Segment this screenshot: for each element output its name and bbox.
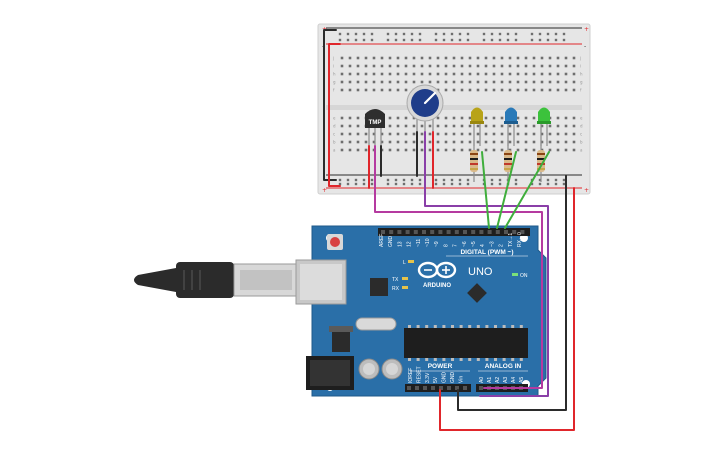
digital-pin-label: RX←0 — [517, 232, 523, 247]
row-letter: i — [580, 64, 581, 69]
digital-pin-label: GND — [388, 236, 394, 248]
tx-led-label: TX — [392, 277, 399, 283]
digital-header — [378, 228, 530, 236]
digital-pin-label: 12 — [407, 241, 413, 247]
rail-plus-label-right: + — [584, 26, 589, 33]
row-letter: h — [580, 72, 583, 77]
analog-header-label: ANALOG IN — [485, 363, 522, 370]
model-label: UNO — [468, 266, 493, 278]
rail-plus-label-bottom-right: + — [584, 187, 589, 194]
analog-pin-label: A3 — [503, 377, 509, 383]
row-letter: f — [580, 88, 582, 93]
power-pin-label: 5V — [433, 376, 439, 383]
power-pin-label: IOREF — [408, 368, 414, 383]
reset-button-icon[interactable] — [327, 234, 343, 250]
wire-5v-red — [439, 187, 575, 431]
wires — [323, 29, 575, 431]
digital-pin-label: ~9 — [434, 241, 440, 247]
digital-pin-label: ~3 — [489, 241, 495, 247]
power-pin-label: RESET — [416, 366, 422, 383]
row-letter: e — [580, 116, 583, 121]
wire-pot-purple — [424, 131, 549, 397]
digital-pin-label: 4 — [480, 244, 486, 247]
digital-pin-label: ~6 — [462, 241, 468, 247]
rx-led-label: RX — [392, 286, 400, 292]
analog-pin-label: A4 — [511, 377, 517, 383]
digital-header-label: DIGITAL (PWM ~) — [460, 249, 513, 256]
power-pin-label: GND — [442, 372, 448, 384]
wire-rail-red-left — [328, 43, 341, 187]
digital-pin-label: ~11 — [416, 239, 422, 247]
power-pin-label: 3.3V — [425, 372, 431, 383]
analog-pin-label: A0 — [479, 377, 485, 383]
digital-pin-label: 13 — [397, 241, 403, 247]
row-letter: c — [580, 132, 582, 137]
digital-pin-label: 8 — [443, 244, 449, 247]
power-pin-label: Vin — [458, 376, 464, 383]
digital-pin-label: 2 — [499, 244, 505, 247]
power-header-label: POWER — [428, 363, 453, 370]
row-letter: j — [579, 56, 581, 61]
breadboard-holes — [338, 32, 576, 186]
row-letter: d — [333, 124, 336, 129]
digital-pin-label: ~5 — [471, 241, 477, 247]
row-letter: b — [580, 140, 583, 145]
potentiometer[interactable] — [406, 84, 444, 132]
led-blue[interactable] — [504, 107, 518, 147]
row-letter: i — [333, 64, 334, 69]
analog-pin-label: A1 — [487, 377, 493, 383]
digital-pin-label: ~10 — [425, 238, 431, 247]
row-letter: b — [333, 140, 336, 145]
row-letter: j — [332, 56, 334, 61]
digital-pin-label: 7 — [453, 244, 459, 247]
on-led-label: ON — [520, 273, 528, 279]
atmega-chip — [404, 328, 528, 358]
row-letter: e — [333, 116, 336, 121]
wire-led-blue — [496, 151, 517, 229]
tmp-sensor-label: TMP — [369, 120, 382, 126]
wire-led-yellow — [481, 151, 490, 229]
resistor-1[interactable] — [470, 140, 478, 182]
power-header — [405, 384, 471, 392]
row-letter: f — [333, 88, 335, 93]
wire-gnd-black — [457, 175, 567, 411]
row-letter: h — [333, 72, 336, 77]
row-letter: a — [333, 148, 336, 153]
power-pin-label: GND — [450, 372, 456, 384]
resistor-2[interactable] — [504, 140, 512, 182]
brand-label: ARDUINO — [423, 283, 451, 289]
row-letter: c — [333, 132, 335, 137]
analog-pin-label: A2 — [495, 377, 501, 383]
digital-pin-label: AREF — [379, 234, 385, 247]
row-letter: g — [580, 80, 583, 85]
resistor-3[interactable] — [537, 140, 545, 182]
usb-cable-icon[interactable] — [134, 262, 297, 298]
wire-tmp-magenta — [374, 145, 543, 389]
row-letter: a — [580, 148, 583, 153]
tmp-sensor[interactable]: TMP — [365, 109, 385, 146]
row-letter: g — [333, 80, 336, 85]
l-led-label: L — [403, 260, 406, 266]
digital-pin-label: TX→1 — [508, 233, 514, 247]
analog-pin-label: A5 — [519, 377, 525, 383]
rail-plus-label-bottom: + — [322, 187, 327, 194]
arduino-infinity-logo-icon — [417, 261, 457, 279]
rail-minus-label-right: - — [584, 43, 586, 50]
wire-led-green — [504, 151, 550, 229]
row-letter: d — [580, 124, 583, 129]
